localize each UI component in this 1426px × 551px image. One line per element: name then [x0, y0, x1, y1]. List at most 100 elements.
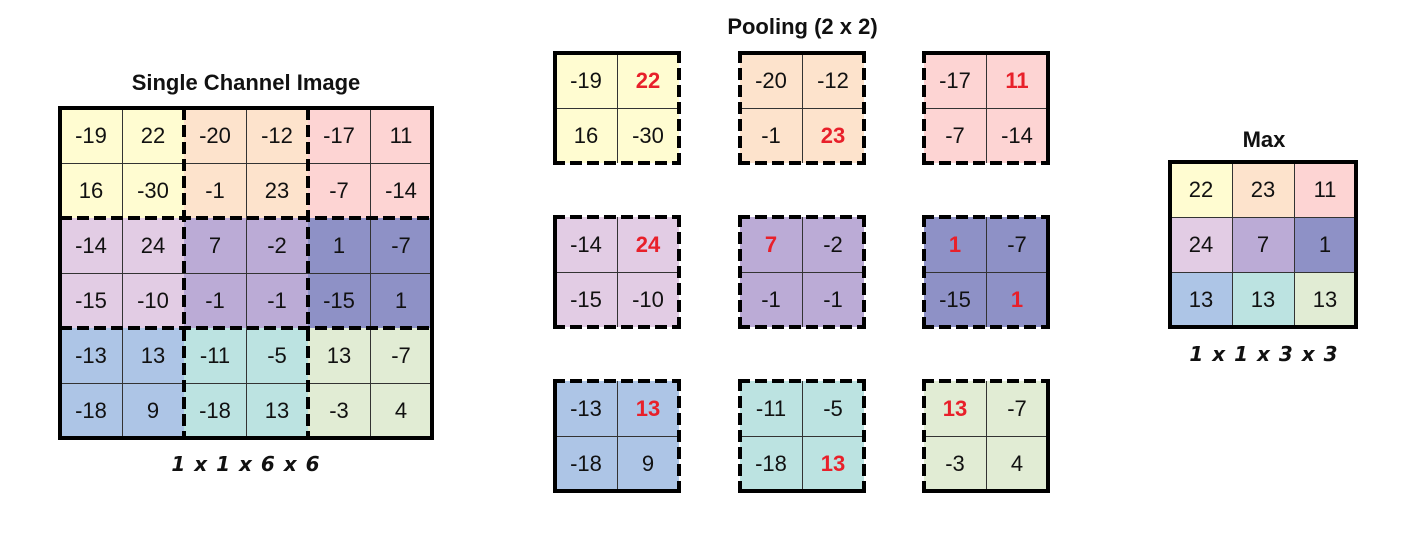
- input-shape-label: 1 x 1 x 6 x 6: [171, 452, 321, 476]
- input-cell: -1: [246, 273, 308, 328]
- pooling-cell: -30: [617, 108, 679, 163]
- pooling-cell: 4: [986, 436, 1048, 491]
- block-border-bottom: [553, 489, 681, 493]
- block-border-top: [738, 51, 866, 55]
- block-border-right: [1046, 51, 1050, 165]
- pooling-cell: 13: [617, 381, 679, 436]
- input-cell: -14: [370, 163, 432, 218]
- block-border-right: [862, 379, 866, 493]
- grid-line: [555, 272, 679, 273]
- grid-line: [60, 383, 432, 384]
- block-border-right: [677, 379, 681, 493]
- pooling-cell: -13: [555, 381, 617, 436]
- grid-line: [60, 163, 432, 164]
- grid-border: [1168, 160, 1358, 164]
- block-border-top: [738, 215, 866, 219]
- pooling-cell: -1: [740, 108, 802, 163]
- input-cell: -20: [184, 108, 246, 163]
- grid-line: [555, 108, 679, 109]
- input-cell: 4: [370, 383, 432, 438]
- pooling-cell: 11: [986, 53, 1048, 108]
- pooling-cell: 24: [617, 217, 679, 272]
- pooling-cell: -7: [924, 108, 986, 163]
- output-cell: 11: [1294, 162, 1356, 217]
- input-title: Single Channel Image: [131, 70, 361, 95]
- pooling-cell: -12: [802, 53, 864, 108]
- block-border-left: [738, 215, 742, 329]
- block-border-bottom: [553, 325, 681, 329]
- grid-border: [1168, 325, 1358, 329]
- pooling-cell: -20: [740, 53, 802, 108]
- block-border-right: [862, 215, 866, 329]
- input-cell: -5: [246, 328, 308, 383]
- block-border-bottom: [922, 161, 1050, 165]
- grid-line: [740, 272, 864, 273]
- input-cell: 13: [246, 383, 308, 438]
- input-cell: 11: [370, 108, 432, 163]
- input-cell: -15: [308, 273, 370, 328]
- block-border-bottom: [738, 161, 866, 165]
- pooling-title: Pooling (2 x 2): [727, 14, 878, 39]
- pooling-cell: -19: [555, 53, 617, 108]
- block-border-left: [922, 215, 926, 329]
- output-cell: 13: [1294, 272, 1356, 327]
- block-border-bottom: [922, 325, 1050, 329]
- output-cell: 1: [1294, 217, 1356, 272]
- input-cell: -30: [122, 163, 184, 218]
- grid-line: [1170, 217, 1356, 218]
- block-border-left: [922, 379, 926, 493]
- input-cell: 16: [60, 163, 122, 218]
- pooling-cell: 1: [986, 272, 1048, 327]
- input-cell: 13: [122, 328, 184, 383]
- input-cell: 1: [308, 218, 370, 273]
- pooling-cell: -1: [740, 272, 802, 327]
- pooling-cell: 7: [740, 217, 802, 272]
- pooling-cell: -18: [740, 436, 802, 491]
- input-cell: 24: [122, 218, 184, 273]
- grid-line: [924, 272, 1048, 273]
- grid-line: [1170, 272, 1356, 273]
- pooling-cell: 1: [924, 217, 986, 272]
- input-cell: -13: [60, 328, 122, 383]
- block-border-top: [553, 215, 681, 219]
- input-cell: -7: [308, 163, 370, 218]
- pooling-cell: -18: [555, 436, 617, 491]
- input-cell: -12: [246, 108, 308, 163]
- output-cell: 13: [1232, 272, 1294, 327]
- pooling-cell: -11: [740, 381, 802, 436]
- pooling-cell: -14: [555, 217, 617, 272]
- block-border-top: [738, 379, 866, 383]
- grid-line: [1232, 162, 1233, 327]
- block-border-left: [553, 215, 557, 329]
- block-border-bottom: [922, 489, 1050, 493]
- input-cell: -19: [60, 108, 122, 163]
- pooling-cell: 16: [555, 108, 617, 163]
- block-border-right: [1046, 215, 1050, 329]
- block-border-top: [922, 379, 1050, 383]
- input-cell: 13: [308, 328, 370, 383]
- input-cell: -17: [308, 108, 370, 163]
- grid-border: [58, 106, 434, 110]
- input-cell: 22: [122, 108, 184, 163]
- block-border-bottom: [553, 161, 681, 165]
- grid-border: [58, 106, 62, 440]
- pooling-cell: -2: [802, 217, 864, 272]
- block-separator: [306, 108, 310, 438]
- input-cell: -1: [184, 163, 246, 218]
- output-shape-label: 1 x 1 x 3 x 3: [1189, 342, 1339, 366]
- input-cell: -2: [246, 218, 308, 273]
- pooling-block: 7-2-1-1: [738, 215, 866, 329]
- pooling-cell: 22: [617, 53, 679, 108]
- pooling-cell: -7: [986, 381, 1048, 436]
- block-border-right: [1046, 379, 1050, 493]
- input-cell: -10: [122, 273, 184, 328]
- grid-line: [555, 436, 679, 437]
- input-cell: -14: [60, 218, 122, 273]
- pooling-cell: -17: [924, 53, 986, 108]
- pooling-cell: -14: [986, 108, 1048, 163]
